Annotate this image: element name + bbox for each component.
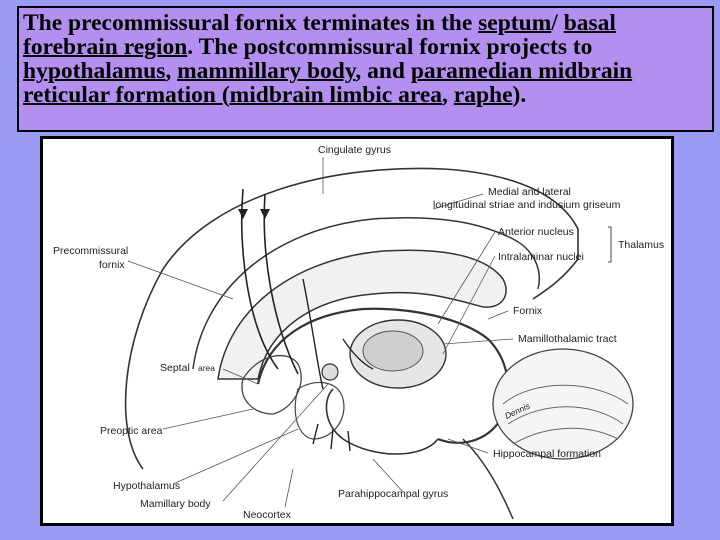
label-area: area [198, 363, 215, 373]
caption-segment: ). [512, 82, 527, 108]
thalamus-bracket [608, 226, 612, 263]
brain-outline [124, 167, 579, 470]
term-reticular-formation: reticular formation (midbrain limbic are… [23, 82, 443, 108]
caption-segment: , [442, 82, 454, 108]
caption-segment: , [165, 58, 178, 84]
label-preoptic-area: Preoptic area [100, 425, 163, 437]
caption-segment: The precommissural fornix terminates in … [23, 10, 479, 36]
arrow-head [238, 209, 248, 219]
caption-text: The precommissural fornix terminates in … [23, 10, 632, 108]
arrow-head [260, 209, 270, 219]
brainstem [462, 438, 514, 520]
label-hippocampal-formation: Hippocampal formation [493, 448, 601, 460]
fornix-band [256, 307, 510, 444]
label-thalamus: Thalamus [618, 239, 664, 251]
caption-segment: , and [355, 58, 411, 84]
label-intralaminar-nuclei: Intralaminar nuclei [498, 251, 584, 263]
corpus-callosum [217, 249, 507, 380]
thalamus-inner [362, 330, 424, 372]
label-anterior-nucleus: Anterior nucleus [498, 226, 574, 238]
brain-diagram: Cingulate gyrus Medial and lateral longi… [53, 144, 664, 521]
label-neocortex: Neocortex [243, 509, 292, 521]
leader-lines [127, 157, 514, 508]
caption-segment: . The postcommissural fornix projects to [187, 34, 593, 60]
cingulate-gyrus-arc [192, 216, 540, 370]
label-fornix: Fornix [513, 305, 543, 317]
fiber-tract [302, 278, 324, 390]
fiber-tract [342, 338, 374, 370]
label-hypothalamus: Hypothalamus [113, 480, 180, 492]
label-cingulate-gyrus: Cingulate gyrus [318, 144, 391, 156]
label-striae-2: longitudinal striae and indusium griseum [433, 199, 621, 211]
term-raphe: raphe [453, 82, 513, 108]
label-precommissural-2: fornix [99, 259, 125, 271]
term-basal-forebrain: basal forebrain region [23, 10, 616, 60]
term-mammillary-body: mammillary body [177, 58, 356, 84]
label-septal: Septal [160, 362, 190, 374]
caption-segment: / [551, 10, 564, 36]
term-septum: septum [478, 10, 552, 36]
label-precommissural-1: Precommissural [53, 245, 128, 257]
term-paramedian-midbrain: paramedian midbrain [410, 58, 633, 84]
label-mamillary-body: Mamillary body [140, 498, 211, 510]
caption-box: The precommissural fornix terminates in … [17, 6, 714, 132]
hippocampal-fibers [312, 423, 351, 452]
label-parahippocampal-gyrus: Parahippocampal gyrus [338, 488, 448, 500]
hypothalamus-region [294, 381, 345, 440]
hippocampal-curve [325, 388, 439, 455]
label-striae-1: Medial and lateral [488, 186, 571, 198]
cerebellum [492, 348, 634, 460]
mammillary-body-shape [321, 363, 339, 381]
label-mamillothalamic-tract: Mamillothalamic tract [518, 333, 617, 345]
term-hypothalamus: hypothalamus [23, 58, 166, 84]
septal-region [241, 355, 302, 415]
brain-diagram-figure: Cingulate gyrus Medial and lateral longi… [40, 136, 674, 526]
